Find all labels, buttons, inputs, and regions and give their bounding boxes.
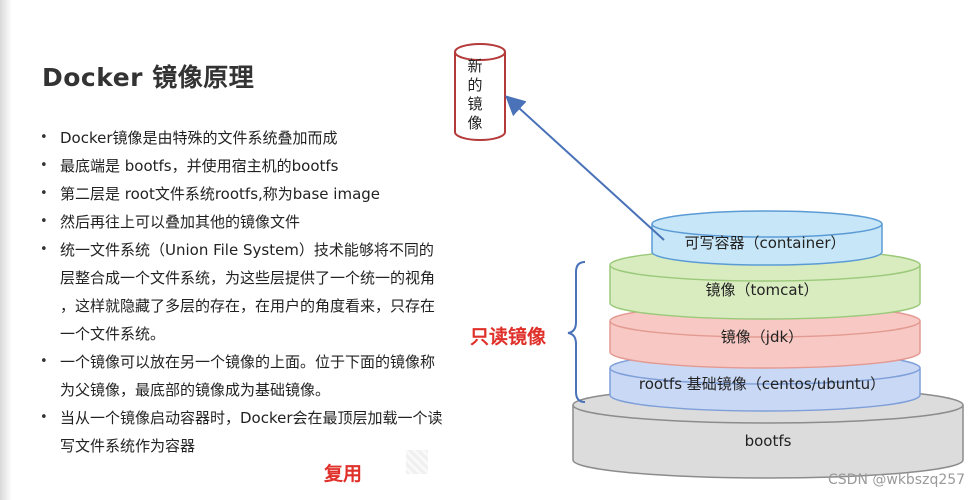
bullet-line: 最底端是 bootfs，并使用宿主机的bootfs — [60, 157, 339, 175]
bullet-line: 当从一个镜像启动容器时，Docker会在最顶层加载一个读 — [60, 409, 443, 427]
new-image-char-4: 像 — [467, 114, 482, 132]
layer-bootfs-label: bootfs — [745, 432, 792, 450]
watermark: CSDN @wkbszq257 — [828, 472, 966, 488]
bullet-line: 层整合成一个文件系统，为这些层提供了一个统一的视角 — [60, 269, 436, 287]
new-image-char-2: 的 — [467, 76, 482, 94]
bullet-line: 写文件系统作为容器 — [60, 437, 196, 455]
bullet-line: 然后再往上可以叠加其他的镜像文件 — [60, 213, 301, 231]
bullet-item: 一个镜像可以放在另一个镜像的上面。位于下面的镜像称为父镜像，最底部的镜像成为基础… — [38, 348, 468, 404]
layer-rootfs-label: rootfs 基础镜像（centos/ubuntu） — [639, 375, 885, 393]
layer-jdk-label: 镜像（jdk） — [721, 328, 803, 346]
bullet-item: 第二层是 root文件系统rootfs,称为base image — [38, 180, 468, 208]
bullet-item: 最底端是 bootfs，并使用宿主机的bootfs — [38, 152, 468, 180]
layer-jdk: 镜像（jdk） — [609, 304, 921, 369]
slide-title: Docker 镜像原理 — [42, 63, 255, 92]
bullet-item: 然后再往上可以叠加其他的镜像文件 — [38, 208, 468, 236]
new-image-char-3: 镜 — [467, 95, 482, 113]
bullet-item: 统一文件系统（Union File System）技术能够将不同的层整合成一个文… — [38, 236, 468, 348]
bullet-item: Docker镜像是由特殊的文件系统叠加而成 — [38, 124, 468, 152]
bullet-list: Docker镜像是由特殊的文件系统叠加而成最底端是 bootfs，并使用宿主机的… — [38, 124, 468, 460]
new-image-char-1: 新 — [467, 57, 482, 75]
readonly-bracket — [567, 261, 586, 403]
bullet-line: ，这样就隐藏了多层的存在，在用户的角度看来，只存在 — [60, 297, 436, 315]
blurred-mark — [406, 450, 428, 474]
bullet-line: 第二层是 root文件系统rootfs,称为base image — [60, 185, 381, 203]
bullet-line: 为父镜像，最底部的镜像成为基础镜像。 — [60, 381, 331, 399]
commit-arrow — [505, 95, 665, 241]
bullet-line: 统一文件系统（Union File System）技术能够将不同的 — [60, 241, 434, 259]
layer-tomcat-label: 镜像（tomcat） — [706, 281, 819, 299]
new-image-cylinder: 新 的 镜 像 — [454, 43, 506, 141]
bullet-line: 一个文件系统。 — [60, 325, 166, 343]
slide-edge-shade — [0, 0, 12, 500]
layer-container: 可写容器（container） — [651, 210, 883, 266]
bullet-line: 一个镜像可以放在另一个镜像的上面。位于下面的镜像称 — [60, 353, 436, 371]
bullet-line: Docker镜像是由特殊的文件系统叠加而成 — [60, 129, 338, 147]
layer-container-label: 可写容器（container） — [684, 234, 845, 252]
reuse-label: 复用 — [324, 463, 363, 485]
readonly-image-label: 只读镜像 — [470, 326, 547, 348]
